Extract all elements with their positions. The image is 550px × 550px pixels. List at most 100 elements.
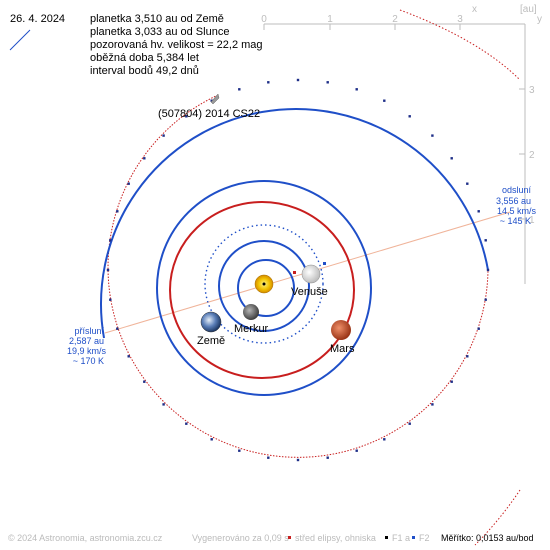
perihelion-speed: 19,9 km/s: [67, 346, 107, 356]
orbit-position-dot: [143, 157, 146, 160]
aphelion-distance: 3,556 au: [496, 196, 531, 206]
orbit-position-dot: [477, 210, 480, 213]
perihelion-title: přísluní: [74, 326, 104, 336]
orbit-position-dot: [466, 182, 469, 185]
y-axis-name: y: [537, 14, 542, 25]
earth-icon: [200, 311, 222, 333]
orbit-position-dot: [116, 327, 119, 330]
mars-icon: [331, 320, 351, 340]
orbit-position-dot: [109, 298, 112, 301]
asteroid-position-dots: [106, 78, 490, 462]
aphelion-temperature: ~ 145 K: [500, 216, 531, 226]
orbit-position-dot: [383, 99, 386, 102]
legend-f2-label: F2: [419, 533, 430, 543]
orbit-position-dot: [477, 327, 480, 330]
orbit-position-dot: [267, 81, 270, 84]
orbit-position-dot: [484, 298, 487, 301]
y-axis-ticks: [519, 88, 525, 220]
asteroid-orbit-near: [100, 108, 489, 339]
orbit-position-dot: [109, 239, 112, 242]
orbit-position-dot: [431, 403, 434, 406]
y-tick-label: 3: [529, 85, 535, 96]
orbit-position-dot: [431, 134, 434, 137]
orbit-continuation-left: [9, 29, 31, 51]
aphelion-annotation: odsluní 3,556 au 14,5 km/s ~ 145 K: [496, 185, 537, 226]
orbit-position-dot: [450, 380, 453, 383]
orbit-position-dot: [296, 458, 300, 462]
sun-center-dot: [262, 282, 266, 286]
orbit-position-dot: [484, 239, 487, 242]
info-line: pozorovaná hv. velikost = 22,2 mag: [90, 39, 263, 51]
orbit-position-dot: [326, 81, 329, 84]
axis-unit-label: [au]: [520, 4, 537, 15]
orbit-position-dot: [238, 88, 241, 91]
y-tick-label: 2: [529, 150, 535, 161]
orbit-position-dot: [238, 449, 241, 452]
date-label: 26. 4. 2024: [10, 13, 65, 25]
asteroid-label: (507804) 2014 CS22: [158, 108, 260, 120]
mercury-icon: [243, 304, 259, 320]
perihelion-temperature: ~ 170 K: [73, 356, 104, 366]
orbit-position-dot: [162, 134, 165, 137]
orbit-position-dot: [210, 438, 213, 441]
orbit-position-dot: [106, 268, 110, 272]
generated-text: Vygenerováno za 0,09 s: [192, 533, 289, 543]
orbit-continuation-bottom: [474, 489, 521, 546]
inner-orbit: [218, 240, 310, 332]
info-line: planetka 3,510 au od Země: [90, 13, 224, 25]
aphelion-title: odsluní: [502, 185, 532, 195]
asteroid-orbit-far: [107, 94, 489, 458]
legend-f1-marker: [385, 536, 388, 539]
x-tick-label: 0: [261, 14, 267, 25]
orbit-position-dot: [486, 268, 490, 272]
venus-label: Venuše: [291, 286, 328, 298]
orbit-position-dot: [185, 115, 188, 118]
orbit-continuation-top: [399, 9, 521, 81]
perihelion-annotation: přísluní 2,587 au 19,9 km/s ~ 170 K: [67, 326, 107, 366]
orbit-position-dot: [185, 422, 188, 425]
scale-label: Měřítko: 0,0153 au/bod: [441, 533, 534, 543]
orbit-position-dot: [210, 99, 213, 102]
copyright-text: © 2024 Astronomia, astronomia.zcu.cz: [8, 533, 163, 543]
orbit-position-dot: [450, 157, 453, 160]
asteroid-icon: [210, 93, 220, 105]
info-line: oběžná doba 5,384 let: [90, 52, 199, 64]
ellipse-center-marker: [293, 271, 296, 274]
perihelion-distance: 2,587 au: [69, 336, 104, 346]
mars-orbit: [169, 201, 355, 379]
orbit-position-dot: [408, 422, 411, 425]
legend-center-label: střed elipsy, ohniska: [295, 533, 376, 543]
orbit-position-dot: [355, 88, 358, 91]
aphelion-speed: 14,5 km/s: [497, 206, 537, 216]
info-line: planetka 3,033 au od Slunce: [90, 26, 229, 38]
orbit-position-dot: [162, 403, 165, 406]
earth-label: Země: [197, 335, 225, 347]
orbit-position-dot: [466, 355, 469, 358]
orbit-position-dot: [296, 78, 300, 82]
x-axis-ticks: [263, 24, 461, 30]
mercury-orbit: [237, 259, 295, 317]
venus-orbit: [204, 224, 324, 344]
orbit-position-dot: [355, 449, 358, 452]
orbit-position-dot: [326, 456, 329, 459]
y-tick-label: 1: [529, 215, 535, 226]
legend-f1-label: F1 a: [392, 533, 410, 543]
x-axis-name: x: [472, 4, 477, 15]
info-line: interval bodů 49,2 dnů: [90, 65, 199, 77]
orbit-position-dot: [116, 210, 119, 213]
venus-icon: [301, 264, 321, 284]
orbit-position-dot: [408, 115, 411, 118]
mars-label: Mars: [330, 343, 355, 355]
earth-orbit: [156, 180, 372, 396]
x-tick-label: 1: [327, 14, 333, 25]
orbit-position-dot: [127, 355, 130, 358]
focus-f2-marker: [323, 262, 326, 265]
x-tick-label: 2: [392, 14, 398, 25]
orbit-position-dot: [383, 438, 386, 441]
legend-f2-marker: [412, 536, 415, 539]
mercury-label: Merkur: [234, 323, 269, 335]
orbit-position-dot: [267, 456, 270, 459]
orbit-position-dot: [127, 182, 130, 185]
legend-center-marker: [288, 536, 291, 539]
